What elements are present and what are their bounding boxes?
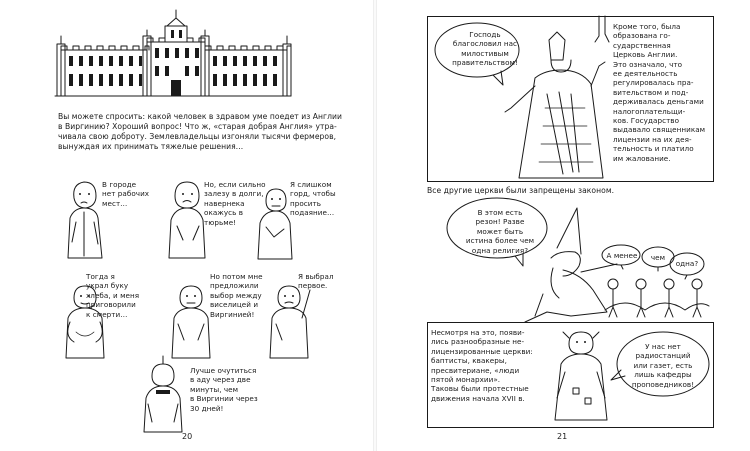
panel-text-7: Лучше очутиться в аду через две минуты, …: [190, 366, 258, 413]
farmer-figure-2: [168, 181, 206, 259]
panel-text-1: В городе нет рабочих мест…: [102, 180, 150, 208]
speech-bubble-bottom: [610, 331, 710, 397]
farmer-figure-1: [67, 181, 103, 259]
manor-house-illustration: [54, 9, 292, 97]
bottom-caption: Несмотря на это, появи- лись разнообразн…: [431, 328, 533, 403]
bottom-panel: [427, 322, 714, 428]
top-panel: [427, 16, 714, 182]
farmer-figure-6: [269, 285, 311, 359]
page-number-left: 20: [182, 432, 193, 441]
panel-text-2: Но, если сильно залезу в долги, навернек…: [204, 180, 266, 227]
panel-text-5: Но потом мне предложили выбор между висе…: [210, 272, 263, 319]
small-bubble-1: [601, 244, 641, 270]
small-bubble-text-1: А менее: [606, 251, 638, 260]
wizard-figure: [524, 207, 618, 323]
intro-text: Вы можете спросить: какой человек в здра…: [58, 112, 342, 151]
bishop-figure: [504, 31, 606, 179]
hanging-legs: [594, 15, 610, 43]
small-bubble-text-3: одна?: [675, 259, 699, 268]
page-number-right: 21: [557, 432, 568, 441]
panel-text-4: Тогда я украл буку хлеба, и меня пригово…: [86, 272, 140, 319]
speech-bubble-top: [434, 22, 520, 86]
procession-figures: [604, 278, 710, 318]
small-bubble-text-2: чем: [650, 253, 666, 262]
bubble-text-top: Господь благословил нас милостивым прави…: [452, 30, 518, 68]
speech-bubble-wizard: [446, 197, 548, 267]
bubble-text-bottom: У нас нет радиостанций или газет, есть л…: [631, 342, 695, 389]
panel-text-6: Я выбрал первое.: [298, 272, 334, 291]
farmer-figure-4: [65, 285, 105, 359]
page-left: Вы можете спросить: какой человек в здра…: [54, 9, 342, 441]
hanged-figure: [143, 355, 183, 433]
book-gutter: [373, 0, 377, 451]
bubble-text-wizard: В этом есть резон! Разве может быть исти…: [465, 208, 535, 255]
top-caption: Кроме того, была образована го- сударств…: [613, 22, 706, 163]
farmer-figure-5: [171, 285, 211, 359]
panel-text-3: Я слишком горд, чтобы просить подаяние…: [290, 180, 336, 218]
page-right: Господь благословил нас милостивым прави…: [375, 0, 750, 451]
middle-caption: Все другие церкви были запрещены законом…: [427, 186, 615, 195]
preacher-figure: [554, 331, 608, 421]
farmer-figure-3: [257, 188, 293, 260]
small-bubble-3: [669, 252, 705, 280]
